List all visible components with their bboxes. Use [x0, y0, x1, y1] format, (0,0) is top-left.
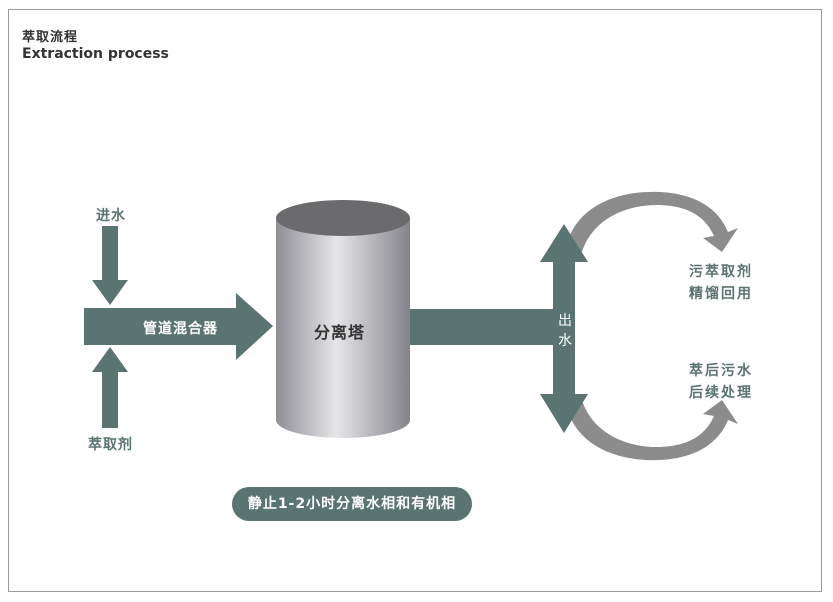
curve-arrow-bottom: [566, 400, 738, 461]
output-top-line1: 污萃取剂: [689, 264, 753, 280]
output-bottom-label: 萃后污水 后续处理: [689, 360, 753, 404]
outlet-label-char-1: 出: [558, 313, 572, 329]
mixer-arrow: [84, 293, 273, 360]
output-bottom-line2: 后续处理: [689, 385, 753, 401]
extractant-arrow: [92, 347, 128, 428]
settling-note: 静止1-2小时分离水相和有机相: [232, 487, 472, 521]
outlet-label-char-2: 水: [558, 333, 572, 349]
water-in-arrow: [92, 226, 128, 305]
outlet-pipe: [410, 309, 556, 345]
title-chinese: 萃取流程: [22, 30, 79, 45]
extractant-label: 萃取剂: [88, 437, 133, 453]
outlet-label: 出 水: [557, 311, 573, 351]
water-in-label: 进水: [96, 208, 126, 224]
tower-label: 分离塔: [314, 323, 366, 342]
output-top-line2: 精馏回用: [689, 286, 753, 302]
output-top-label: 污萃取剂 精馏回用: [689, 261, 753, 305]
title-english: Extraction process: [22, 46, 169, 62]
curve-arrow-top: [566, 191, 738, 252]
output-bottom-line1: 萃后污水: [689, 363, 753, 379]
mixer-label: 管道混合器: [143, 321, 218, 337]
separation-tower: [276, 200, 410, 438]
outlet-double-arrow: [540, 224, 588, 433]
